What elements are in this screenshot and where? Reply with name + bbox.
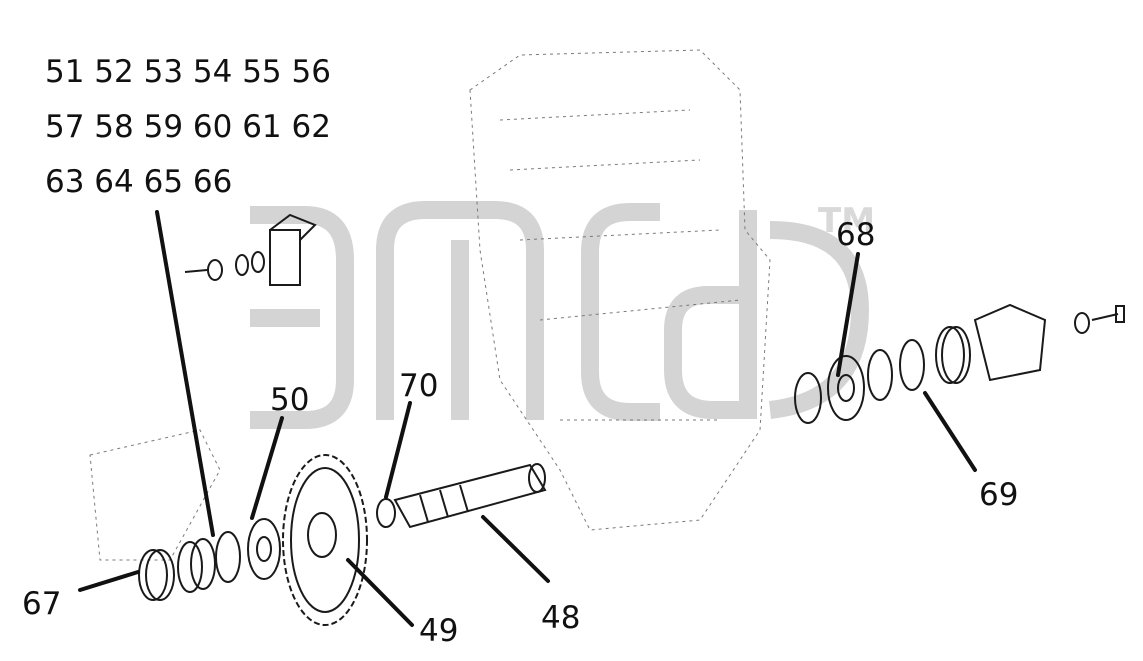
- part-number-group: 51 52 53 54 55 56 57 58 59 60 61 62 63 6…: [45, 54, 331, 200]
- callout-labels: 67 50 70 49 48 68 69: [22, 217, 1018, 649]
- leader-67: [78, 570, 140, 592]
- leader-69: [923, 391, 977, 472]
- leader-68: [836, 252, 860, 377]
- part-numbers-line-2: 57 58 59 60 61 62: [45, 109, 331, 145]
- gear: [282, 454, 368, 626]
- part-numbers-line-1: 51 52 53 54 55 56: [45, 54, 331, 90]
- callout-48: 48: [541, 600, 580, 636]
- callout-69: 69: [979, 477, 1018, 513]
- leader-50: [250, 416, 284, 520]
- trademark-mark: TM: [818, 201, 875, 241]
- callout-49: 49: [419, 613, 458, 649]
- leader-49: [346, 558, 414, 627]
- left-ring-set: [138, 518, 281, 601]
- top-left-small-parts: [184, 213, 317, 286]
- callout-68: 68: [836, 217, 875, 253]
- callout-67: 67: [22, 586, 61, 622]
- leader-group: [155, 210, 215, 537]
- watermark-logo: TM: [250, 201, 875, 429]
- leader-70: [384, 401, 412, 499]
- part-numbers-line-3: 63 64 65 66: [45, 164, 232, 200]
- transmission-housing: [89, 49, 771, 561]
- right-ring-set: [794, 303, 1125, 424]
- leader-48: [481, 515, 550, 583]
- leader-lines: [78, 210, 977, 627]
- output-shaft: [376, 463, 547, 529]
- bearing-70: [376, 498, 396, 528]
- callout-50: 50: [270, 382, 309, 418]
- callout-70: 70: [399, 368, 438, 404]
